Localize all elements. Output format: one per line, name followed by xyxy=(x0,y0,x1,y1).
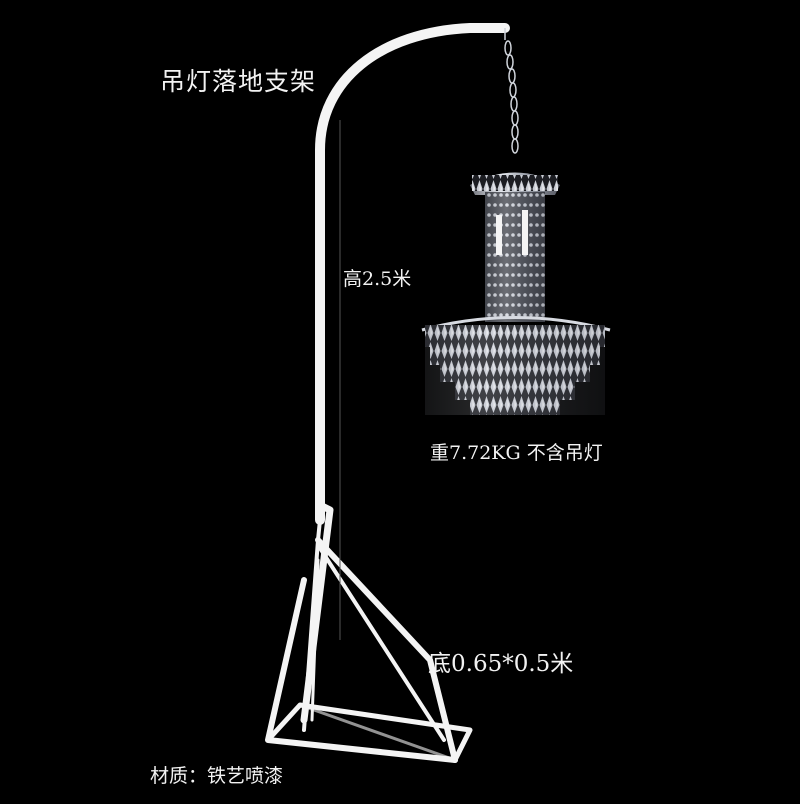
material-label: 材质：铁艺喷漆 xyxy=(150,765,284,787)
stand-frame xyxy=(265,23,510,763)
base-size-label: 底0.65*0.5米 xyxy=(428,651,574,677)
weight-label: 重7.72KG 不含吊灯 xyxy=(430,442,603,464)
height-label: 高2.5米 xyxy=(343,268,412,290)
product-title: 吊灯落地支架 xyxy=(160,67,317,96)
chain xyxy=(504,28,519,154)
chandelier xyxy=(421,172,611,415)
